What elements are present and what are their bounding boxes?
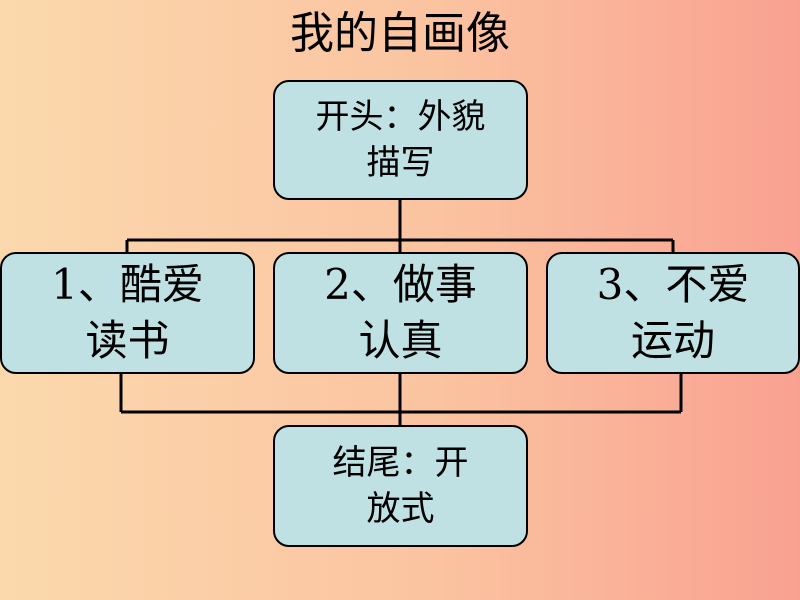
point-3-line-1: 3、不爱 — [596, 260, 750, 309]
point-box-1: 1、酷爱 读书 — [0, 252, 255, 374]
opening-line-1: 开头：外貌 — [315, 97, 486, 137]
ending-box: 结尾：开 放式 — [273, 425, 528, 547]
opening-line-2: 描写 — [366, 143, 435, 183]
point-2-line-1: 2、做事 — [324, 260, 477, 309]
point-3-line-2: 运动 — [630, 316, 715, 365]
page-title: 我的自画像 — [290, 8, 510, 59]
point-1-line-2: 读书 — [85, 316, 170, 365]
point-1-line-1: 1、酷爱 — [51, 260, 204, 309]
opening-box: 开头：外貌 描写 — [273, 80, 528, 200]
ending-line-1: 结尾：开 — [332, 443, 469, 483]
point-box-2: 2、做事 认真 — [273, 252, 528, 374]
point-box-3: 3、不爱 运动 — [546, 252, 800, 374]
ending-line-2: 放式 — [366, 489, 435, 529]
point-2-line-2: 认真 — [358, 316, 443, 365]
